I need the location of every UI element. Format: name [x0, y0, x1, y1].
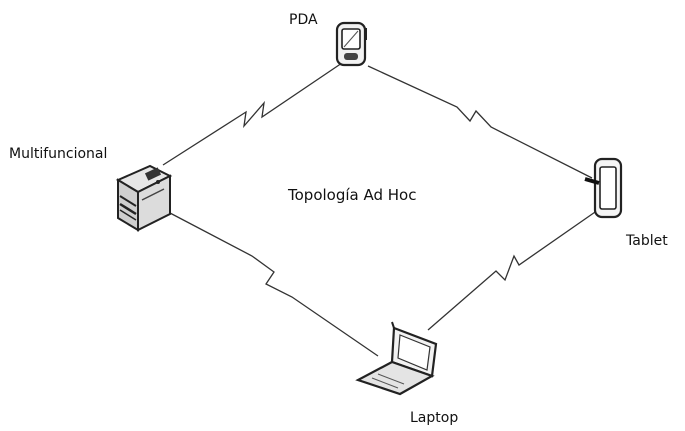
node-label-pda: PDA [289, 12, 318, 28]
laptop-icon [355, 321, 438, 396]
node-label-multifuncional: Multifuncional [9, 146, 108, 162]
tablet-icon [584, 157, 623, 219]
node-label-tablet: Tablet [626, 233, 668, 249]
node-label-laptop: Laptop [410, 410, 459, 426]
diagram-title: Topología Ad Hoc [288, 186, 417, 204]
multifunction-printer-icon [115, 164, 173, 232]
wireless-link-pda-tablet [367, 65, 593, 179]
wireless-link-multifuncional-laptop [169, 212, 379, 357]
pda-icon [335, 21, 367, 67]
wireless-link-multifuncional-pda [162, 62, 343, 166]
wireless-link-laptop-tablet [427, 209, 599, 331]
